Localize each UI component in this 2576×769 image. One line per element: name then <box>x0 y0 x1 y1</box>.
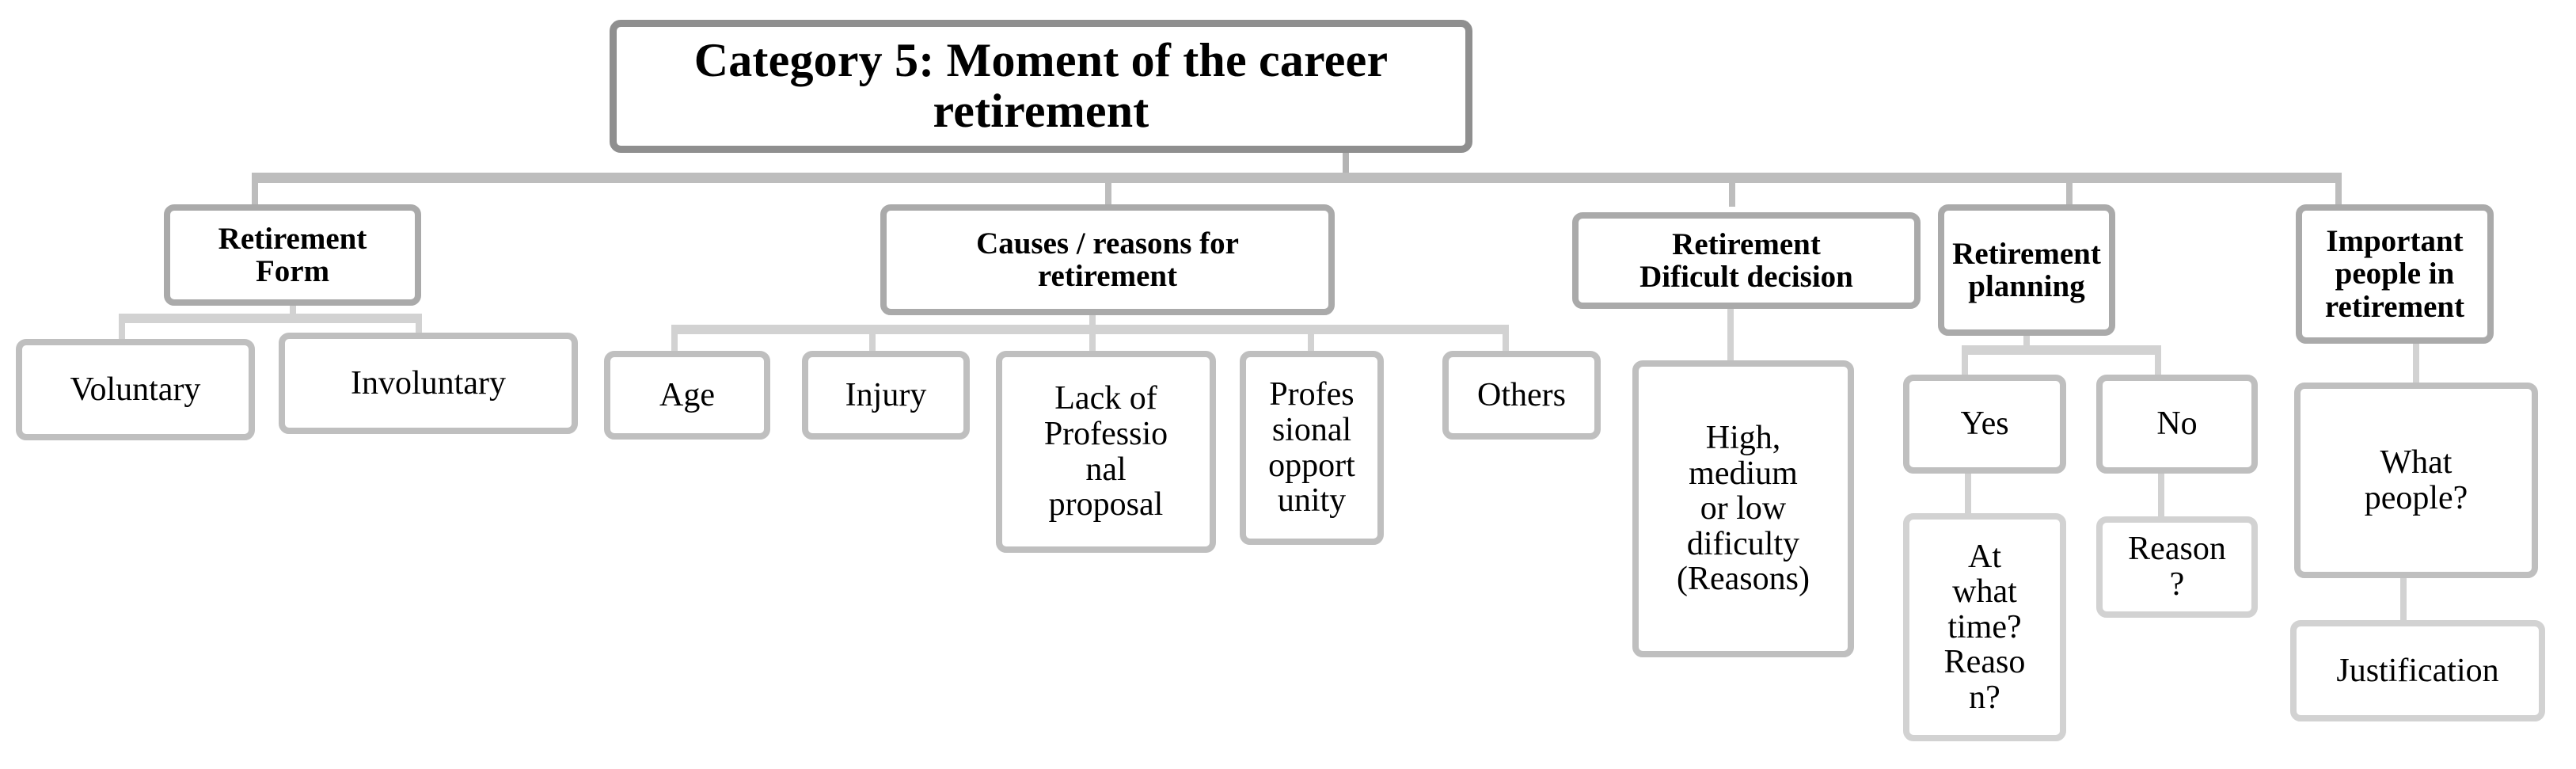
node-age[interactable]: Age <box>604 351 770 440</box>
node-lack-professional-proposal[interactable]: Lack of Professio nal proposal <box>996 351 1216 553</box>
node-professional-opportunity[interactable]: Profes sional opport unity <box>1240 351 1384 545</box>
node-voluntary[interactable]: Voluntary <box>16 339 255 440</box>
node-others[interactable]: Others <box>1442 351 1601 440</box>
node-no[interactable]: No <box>2096 375 2258 474</box>
connector-stem-causes <box>1089 315 1096 328</box>
node-root-category-5[interactable]: Category 5: Moment of the career retirem… <box>610 20 1472 153</box>
node-reason[interactable]: Reason ? <box>2096 516 2258 618</box>
node-difficulty-levels[interactable]: High, medium or low dificulty (Reasons) <box>1632 360 1854 657</box>
connector-drop-voluntary <box>119 323 125 344</box>
connector-bus-causes <box>671 325 1509 334</box>
connector-root-stem <box>1343 153 1349 178</box>
connector-drop-age <box>671 334 678 355</box>
connector-stem-difficult-decision <box>1727 309 1734 364</box>
node-yes[interactable]: Yes <box>1903 375 2066 474</box>
node-involuntary[interactable]: Involuntary <box>279 333 578 434</box>
node-retirement-planning[interactable]: Retirement planning <box>1938 204 2115 336</box>
connector-drop-injury <box>869 334 876 355</box>
connector-bus-retirement-form <box>119 314 422 323</box>
connector-stem-retirement-planning <box>2023 336 2030 348</box>
node-injury[interactable]: Injury <box>802 351 970 440</box>
node-retirement-form[interactable]: Retirement Form <box>164 204 421 306</box>
connector-drop-difficult-decision <box>1729 183 1735 207</box>
connector-drop-no <box>2155 355 2161 375</box>
connector-drop-others <box>1503 334 1509 355</box>
connector-drop-causes <box>1105 183 1111 207</box>
node-justification[interactable]: Justification <box>2290 620 2545 721</box>
connector-drop-important-people <box>2335 183 2342 207</box>
node-important-people[interactable]: Important people in retirement <box>2296 204 2494 344</box>
node-difficult-decision[interactable]: Retirement Dificult decision <box>1572 212 1921 309</box>
connector-stem-important-people <box>2413 344 2419 386</box>
node-causes-reasons[interactable]: Causes / reasons for retirement <box>880 204 1335 315</box>
connector-stem-no <box>2158 474 2164 520</box>
connector-drop-retirement-planning <box>2066 183 2073 207</box>
connector-drop-retirement-form <box>252 183 258 207</box>
connector-stem-yes <box>1965 474 1971 516</box>
connector-main-bus <box>252 173 2342 183</box>
node-at-what-time[interactable]: At what time? Reaso n? <box>1903 513 2066 741</box>
connector-bus-retirement-planning <box>1962 345 2161 355</box>
connector-drop-professional-opportunity <box>1308 334 1314 355</box>
connector-stem-what-people <box>2400 578 2407 622</box>
connector-drop-lack-proposal <box>1089 334 1096 355</box>
connector-drop-yes <box>1962 355 1968 375</box>
connector-stem-retirement-form <box>290 306 296 318</box>
node-what-people[interactable]: What people? <box>2294 383 2538 578</box>
